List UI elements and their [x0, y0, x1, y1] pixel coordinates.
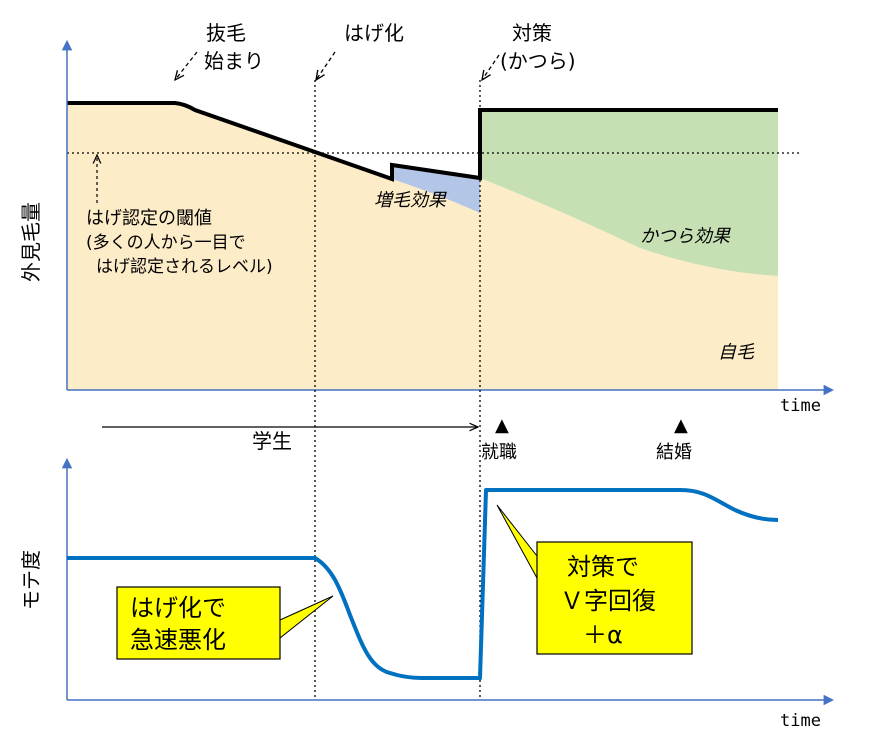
- top-x-axis-label: time: [780, 396, 821, 416]
- callout-left-text-2: 急速悪化: [130, 626, 226, 654]
- job-label: 就職: [481, 442, 517, 463]
- callout-left-pointer: [279, 595, 334, 640]
- callout-right-text-1: 対策で: [567, 553, 639, 581]
- threshold-note-1: (多くの人から一目で: [86, 233, 246, 253]
- hair-loss-start-label-2: 始まり: [204, 49, 264, 73]
- balding-arrow: [316, 51, 336, 80]
- callout-right-pointer: [496, 504, 538, 579]
- countermeasure-label-2: (かつら): [500, 49, 576, 73]
- callout-left-text-1: はげ化で: [130, 594, 226, 622]
- student-label: 学生: [252, 429, 292, 453]
- top-y-axis-label: 外見毛量: [19, 202, 43, 282]
- threshold-note-2: はげ認定されるレベル): [96, 257, 273, 277]
- appearance-chart: 抜毛 始まり はげ化 対策 (かつら) はげ認定の閾値 (多くの人から一目で は…: [19, 21, 835, 416]
- balding-label: はげ化: [344, 21, 404, 45]
- wig-effect-region: [480, 110, 778, 276]
- countermeasure-label-1: 対策: [512, 21, 552, 45]
- countermeasure-arrow: [482, 54, 500, 80]
- threshold-label: はげ認定の閾値: [86, 208, 212, 229]
- popularity-line: [67, 488, 779, 680]
- bottom-y-axis-label: モテ度: [19, 550, 43, 610]
- callout-right-text-3: ＋α: [583, 621, 623, 649]
- hair-loss-start-label-1: 抜毛: [206, 21, 246, 45]
- hair-loss-arrow: [175, 51, 198, 80]
- callout-left-box: [116, 586, 281, 660]
- own-hair-region: [67, 103, 778, 390]
- own-hair-label: 自毛: [718, 342, 755, 363]
- callout-right-box: [536, 541, 693, 655]
- bottom-x-axis-label: time: [780, 711, 821, 731]
- appearance-line: [67, 101, 778, 182]
- popularity-chart: はげ化で 急速悪化 対策で Ｖ字回復 ＋α モテ度 time: [19, 457, 835, 731]
- marriage-marker: ▲: [674, 415, 688, 436]
- callout-right-text-2: Ｖ字回復: [560, 587, 656, 615]
- timeline: 学生 ▲ 就職 ▲ 結婚: [102, 415, 692, 463]
- job-marker: ▲: [495, 415, 509, 436]
- growth-effect-label: 増毛効果: [374, 190, 447, 211]
- wig-effect-label: かつら効果: [640, 226, 731, 247]
- marriage-label: 結婚: [656, 442, 692, 463]
- growth-effect-region: [392, 165, 480, 213]
